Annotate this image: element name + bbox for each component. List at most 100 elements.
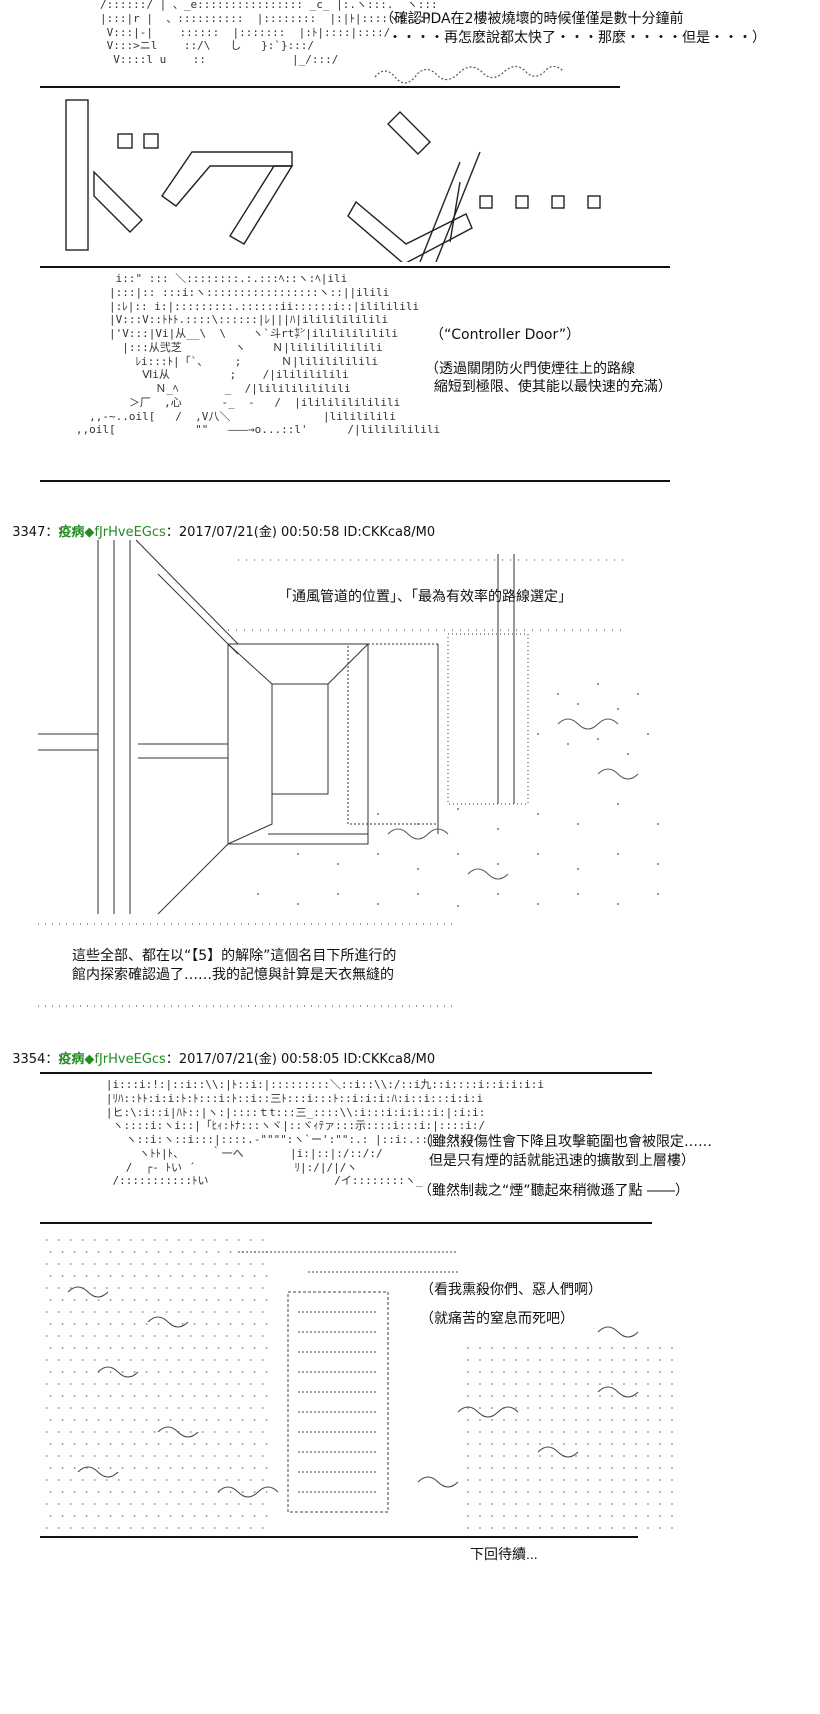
smoke-dot: [157, 1347, 160, 1349]
smoke-dot: [635, 1467, 637, 1469]
smoke-dot: [539, 1455, 541, 1457]
smoke-dot: [587, 1395, 589, 1397]
smoke-dot: [201, 1335, 204, 1337]
smoke-dot: [49, 1371, 52, 1373]
smoke-dot: [193, 1371, 196, 1373]
smoke-dot: [165, 1383, 168, 1385]
smoke-dot: [205, 1443, 208, 1445]
smoke-dot: [121, 1467, 124, 1469]
smoke-dot: [81, 1431, 84, 1433]
smoke-dot: [121, 1491, 124, 1493]
smoke-dot: [249, 1359, 252, 1361]
smoke-dot: [265, 1347, 268, 1349]
smoke-dot: [193, 1395, 196, 1397]
smoke-dot: [225, 1527, 228, 1529]
smoke-dot: [551, 1383, 553, 1385]
smoke-dot: [635, 1359, 637, 1361]
smoke-dot: [237, 1239, 240, 1241]
smoke-dot: [217, 1323, 220, 1325]
smoke-dot: [205, 1275, 208, 1277]
smoke-dot: [635, 1503, 637, 1505]
divider: [40, 266, 670, 268]
smoke-dot: [145, 1515, 148, 1517]
smoke-dot: [49, 1323, 52, 1325]
smoke-dot: [587, 1431, 589, 1433]
smoke-dot: [599, 1419, 601, 1421]
smoke-dot: [105, 1335, 108, 1337]
smoke-dot: [181, 1395, 184, 1397]
smoke-dot: [181, 1443, 184, 1445]
smoke-dot: [81, 1503, 84, 1505]
smoke-dot: [141, 1455, 144, 1457]
smoke-dot: [213, 1407, 216, 1409]
smoke-dot: [241, 1443, 244, 1445]
smoke-dot: [229, 1515, 232, 1517]
smoke-dot: [659, 1467, 661, 1469]
smoke-dot: [193, 1491, 196, 1493]
smoke-dot: [205, 1467, 208, 1469]
smoke-dot: [503, 1431, 505, 1433]
smoke-dot: [201, 1239, 204, 1241]
smoke-dot: [121, 1323, 124, 1325]
smoke-dot: [181, 1371, 184, 1373]
smoke-dot: [479, 1455, 481, 1457]
smoke-dot: [551, 1443, 553, 1445]
smoke-dot: [117, 1455, 120, 1457]
smoke-dot: [491, 1383, 493, 1385]
smoke-dot: [479, 1419, 481, 1421]
smoke-dot: [237, 1263, 240, 1265]
smoke-dot: [213, 1287, 216, 1289]
smoke-dot: [225, 1479, 228, 1481]
smoke-dot: [217, 1299, 220, 1301]
smoke-dot: [73, 1491, 76, 1493]
smoke-dot: [265, 1299, 268, 1301]
smoke-dot: [97, 1443, 100, 1445]
smoke-dot: [539, 1503, 541, 1505]
smoke-dot: [97, 1395, 100, 1397]
smoke-dot: [153, 1287, 156, 1289]
smoke-dot: [599, 1455, 601, 1457]
smoke-dot: [93, 1527, 96, 1529]
smoke-dot: [575, 1491, 577, 1493]
smoke-dot: [611, 1503, 613, 1505]
smoke-dot: [121, 1347, 124, 1349]
smoke-dot: [587, 1359, 589, 1361]
post-number[interactable]: 3347: [12, 525, 46, 540]
smoke-dot: [157, 1491, 160, 1493]
smoke-dot: [97, 1323, 100, 1325]
smoke-dot: [165, 1263, 168, 1265]
smoke-dot: [599, 1515, 601, 1517]
smoke-dot: [635, 1371, 637, 1373]
smoke-dot: [81, 1239, 84, 1241]
smoke-dot: [141, 1479, 144, 1481]
smoke-dot: [69, 1431, 72, 1433]
smoke-dot: [265, 1515, 268, 1517]
smoke-dot: [229, 1443, 232, 1445]
smoke-dot: [241, 1491, 244, 1493]
smoke-dot: [551, 1503, 553, 1505]
smoke-dot: [563, 1371, 565, 1373]
smoke-dot: [539, 1347, 541, 1349]
smoke-dot: [503, 1371, 505, 1373]
smoke-dot: [539, 1443, 541, 1445]
smoke-dot: [109, 1467, 112, 1469]
smoke-dot: [69, 1263, 72, 1265]
smoke-dot: [671, 1431, 673, 1433]
smoke-dot: [157, 1515, 160, 1517]
smoke-dot: [105, 1287, 108, 1289]
smoke-dot: [467, 1407, 469, 1409]
smoke-dot: [97, 1347, 100, 1349]
smoke-dot: [527, 1467, 529, 1469]
smoke-dot: [237, 1311, 240, 1313]
smoke-dot: [193, 1347, 196, 1349]
smoke-dot: [587, 1443, 589, 1445]
smoke-dot: [467, 1395, 469, 1397]
dialogue-lethality-2: 但是只有煙的話就能迅速的擴散到上層樓）: [420, 1153, 695, 1169]
smoke-dot: [575, 1479, 577, 1481]
smoke-dot: [479, 1431, 481, 1433]
smoke-dot: [467, 1383, 469, 1385]
smoke-dot: [635, 1407, 637, 1409]
smoke-dot: [261, 1479, 264, 1481]
smoke-dot: [659, 1455, 661, 1457]
post-number[interactable]: 3354: [12, 1052, 46, 1067]
